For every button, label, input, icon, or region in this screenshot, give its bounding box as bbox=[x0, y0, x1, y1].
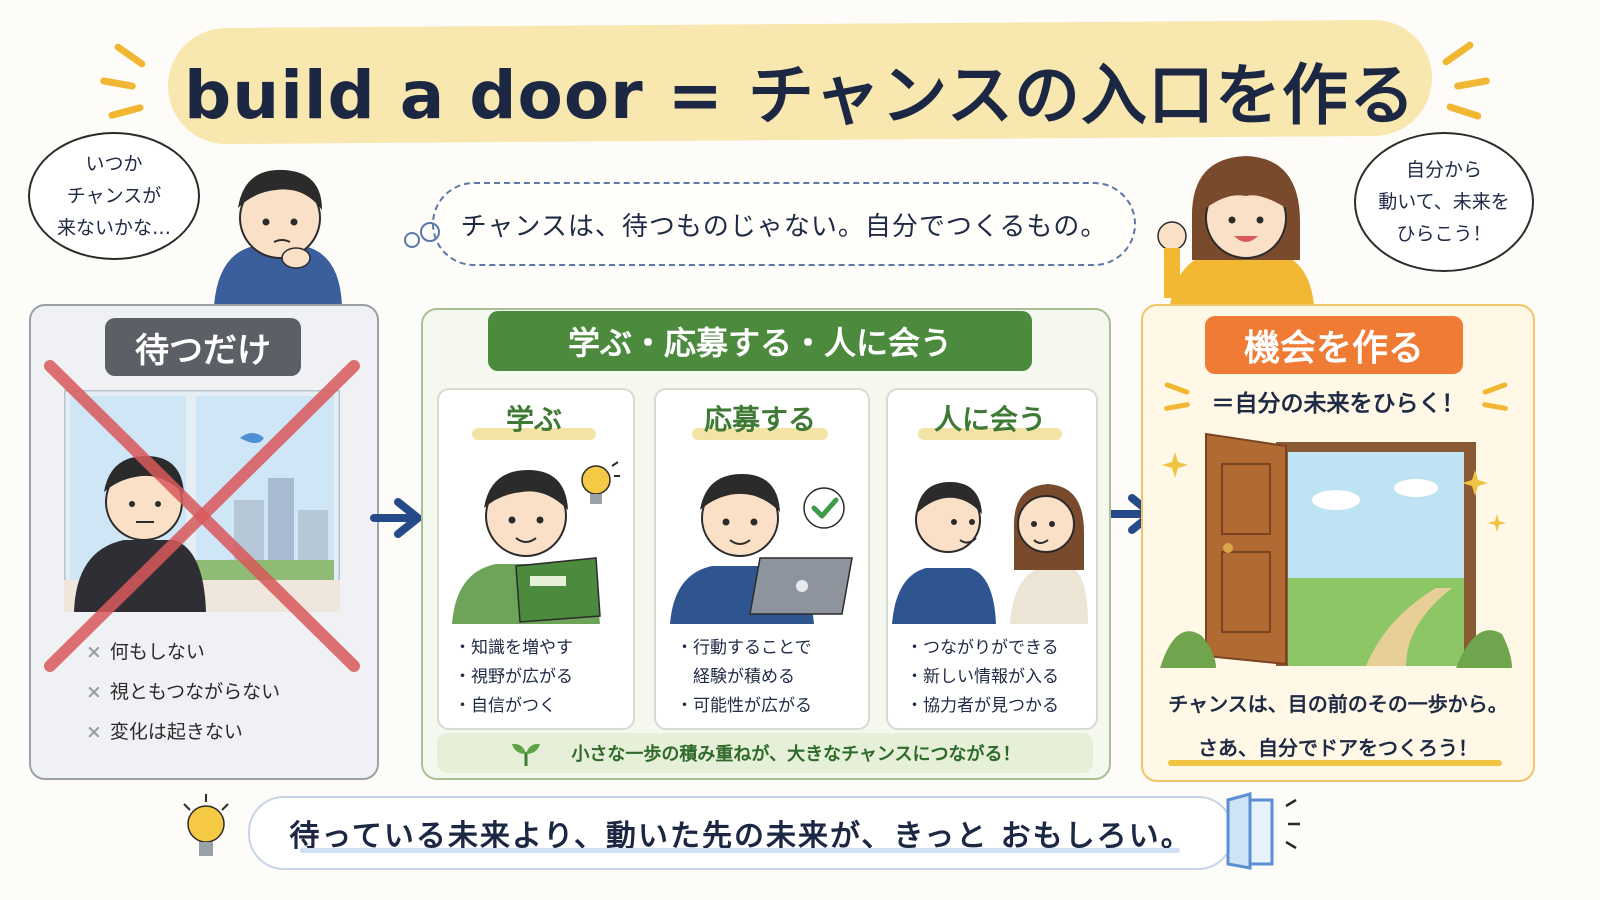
opportunity-subtitle: ＝自分の未来をひらく！ bbox=[1211, 391, 1465, 417]
title-highlight bbox=[692, 428, 828, 440]
lightbulb-icon bbox=[581, 461, 620, 504]
x-mark-icon: × bbox=[86, 641, 102, 663]
checkmark-icon bbox=[803, 487, 845, 529]
page-title: build a door = チャンスの入口を作る bbox=[184, 57, 1416, 134]
closing-line-1: チャンスは、目の前のその一歩から。 bbox=[1168, 692, 1508, 716]
title-ray-icon bbox=[1445, 102, 1483, 121]
title-ray-icon bbox=[1441, 40, 1475, 67]
speech-bubble-action: 自分から 動いて、未来を ひらこう！ bbox=[1354, 132, 1534, 272]
title-highlight bbox=[918, 428, 1062, 440]
thought-dot bbox=[420, 222, 440, 242]
thought-dot bbox=[404, 232, 420, 248]
cheerful-girl-illustration bbox=[1157, 156, 1314, 306]
bottom-underline bbox=[300, 848, 1180, 853]
door-icon bbox=[1226, 792, 1300, 870]
middle-footer-text: 小さな一歩の積み重ねが、大きなチャンスにつながる！ bbox=[571, 744, 1021, 765]
sparkle-icon bbox=[1162, 452, 1188, 478]
tagline-bubble: チャンスは、待つものじゃない。自分でつくるもの。 bbox=[432, 182, 1136, 266]
learn-bullets: ・知識を増やす ・視野が広がる ・自信がつく bbox=[454, 638, 573, 716]
opportunity-label: 機会を作る bbox=[1205, 316, 1463, 374]
learn-title: 学ぶ bbox=[505, 403, 562, 436]
laptop-boy-illustration bbox=[670, 474, 853, 624]
x-mark-icon: × bbox=[86, 681, 102, 703]
sparkle-icon bbox=[1462, 470, 1488, 496]
title-ray-icon bbox=[113, 42, 147, 69]
title-ray-icon bbox=[99, 76, 137, 91]
cross-out-icon bbox=[44, 360, 360, 672]
sparkle-icon bbox=[1488, 514, 1506, 532]
action-label: 学ぶ・応募する・人に会う bbox=[488, 311, 1032, 371]
meet-title: 人に会う bbox=[933, 403, 1046, 436]
conversation-illustration bbox=[892, 482, 1088, 624]
title-ray-icon bbox=[1453, 76, 1491, 91]
studying-boy-illustration bbox=[452, 470, 601, 624]
middle-footer: 小さな一歩の積み重ねが、大きなチャンスにつながる！ bbox=[437, 733, 1093, 773]
waiting-item: ×視ともつながらない bbox=[86, 681, 281, 703]
closing-line-2: さあ、自分でドアをつくろう！ bbox=[1198, 736, 1478, 760]
title-highlight bbox=[472, 428, 596, 440]
apply-bullets: ・行動することで 経験が積める ・可能性が広がる bbox=[676, 638, 812, 716]
apply-title: 応募する bbox=[703, 403, 816, 436]
bottom-message: 待っている未来より、動いた先の未来が、きっと おもしろい。 bbox=[248, 796, 1234, 870]
open-door-illustration bbox=[1160, 432, 1512, 668]
waiting-list: ×何もしない ×視ともつながらない ×変化は起きない bbox=[86, 632, 280, 752]
speech-bubble-waiting: いつか チャンスが 来ないかな… bbox=[28, 132, 200, 260]
thinking-boy-illustration bbox=[214, 169, 342, 306]
waiting-item: ×変化は起きない bbox=[86, 721, 243, 743]
sprout-icon bbox=[512, 743, 541, 766]
title-ray-icon bbox=[107, 103, 145, 120]
lightbulb-icon bbox=[183, 794, 229, 856]
arrow-right-icon bbox=[370, 498, 422, 538]
waiting-item: ×何もしない bbox=[86, 641, 205, 663]
x-mark-icon: × bbox=[86, 721, 102, 743]
meet-bullets: ・つながりができる ・新しい情報が入る ・協力者が見つかる bbox=[906, 638, 1059, 716]
waiting-label: 待つだけ bbox=[105, 318, 301, 376]
closing-underline bbox=[1168, 760, 1502, 766]
learn-card bbox=[437, 388, 635, 730]
